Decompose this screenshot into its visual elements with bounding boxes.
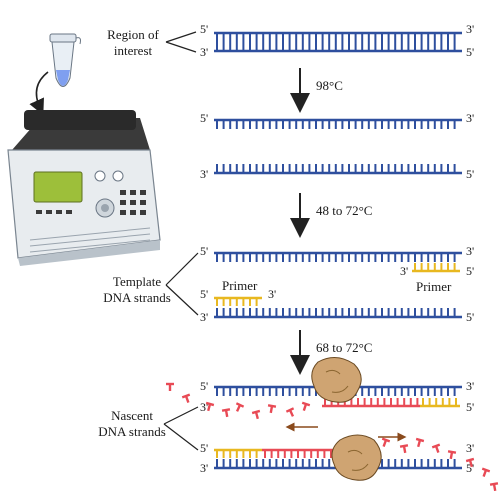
- prime-label: 3': [268, 287, 276, 301]
- primer-label-right: Primer: [416, 279, 452, 294]
- prime-label: 5': [466, 45, 474, 59]
- thermocycler-illustration: [7, 33, 161, 266]
- free-nucleotide: [267, 404, 277, 414]
- prime-label: 3': [200, 461, 208, 475]
- ds-top-strand: [214, 31, 462, 42]
- load-arrow: [29, 71, 49, 116]
- template-top-strand: [214, 251, 462, 262]
- nascent-bracket: [163, 406, 199, 451]
- free-nucleotide: [285, 407, 295, 417]
- prime-label: 3': [466, 441, 474, 455]
- prime-label: 3': [200, 167, 208, 181]
- prime-label: 3': [400, 264, 408, 278]
- free-nucleotide: [235, 402, 245, 412]
- template-bottom-strand: [214, 308, 462, 319]
- region-label-line1: Region of: [107, 27, 159, 42]
- denatured-bottom-strand: [214, 164, 462, 175]
- nascent-label-line1: Nascent: [111, 408, 153, 423]
- free-nucleotide: [251, 409, 261, 420]
- prime-label: 3': [466, 111, 474, 125]
- primer-top-ext: [420, 398, 460, 408]
- prime-label: 5': [466, 167, 474, 181]
- primer-left: [214, 296, 262, 306]
- thermocycler-icon: [7, 110, 161, 266]
- primer-right: [412, 263, 460, 273]
- sample-tube-icon: [49, 33, 81, 87]
- free-nucleotide: [221, 408, 231, 418]
- region-of-interest-label: Region of interest: [107, 27, 197, 58]
- free-nucleotide: [465, 457, 475, 468]
- prime-label: 3': [466, 379, 474, 393]
- prime-label: 5': [200, 111, 208, 125]
- free-nucleotide: [399, 444, 409, 454]
- polymerase-enzyme-bottom: [331, 434, 382, 481]
- free-nucleotide: [301, 401, 311, 412]
- prime-label: 5': [200, 379, 208, 393]
- primer-bottom-ext: [214, 448, 262, 458]
- template-dna-strands-label: Template DNA strands: [103, 252, 199, 316]
- nascent-bottom: [262, 448, 346, 458]
- free-nucleotide: [205, 401, 215, 412]
- free-nucleotide: [481, 467, 491, 477]
- free-nucleotide: [415, 437, 425, 448]
- step-extend: 68 to 72°C: [290, 330, 372, 375]
- prime-label: 5': [466, 310, 474, 324]
- free-nucleotide: [447, 450, 457, 460]
- prime-label: 5': [466, 264, 474, 278]
- free-nucleotide: [431, 443, 441, 453]
- prime-label: 3': [466, 244, 474, 258]
- template-label-line2: DNA strands: [103, 290, 171, 305]
- denatured-top-strand: [214, 118, 462, 129]
- free-nucleotide: [381, 437, 391, 447]
- free-nucleotide: [166, 382, 174, 391]
- template-bracket: [165, 252, 199, 316]
- prime-label: 5': [200, 22, 208, 36]
- step-temp: 98°C: [316, 78, 343, 93]
- step-temp: 48 to 72°C: [316, 203, 372, 218]
- polymerase-enzyme-top: [311, 357, 362, 403]
- free-nucleotide: [489, 482, 499, 491]
- nascent-label-line2: DNA strands: [98, 424, 166, 439]
- template-label-line1: Template: [113, 274, 161, 289]
- region-label-line2: interest: [114, 43, 153, 58]
- step-anneal: 48 to 72°C: [290, 193, 372, 238]
- region-bracket: [165, 31, 197, 53]
- prime-label: 3': [200, 400, 208, 414]
- free-nucleotide: [181, 393, 191, 403]
- ds-bottom-strand: [214, 42, 462, 53]
- prime-label: 5': [200, 441, 208, 455]
- prime-label: 5': [200, 244, 208, 258]
- prime-label: 5': [466, 461, 474, 475]
- nascent-dna-strands-label: Nascent DNA strands: [98, 406, 199, 451]
- prime-label: 3': [200, 45, 208, 59]
- prime-label: 3': [466, 22, 474, 36]
- step-temp: 68 to 72°C: [316, 340, 372, 355]
- prime-label: 5': [200, 287, 208, 301]
- prime-label: 5': [466, 400, 474, 414]
- step-denature: 98°C: [290, 68, 343, 113]
- primer-label-left: Primer: [222, 278, 258, 293]
- prime-label: 3': [200, 310, 208, 324]
- nascent-top: [322, 398, 420, 408]
